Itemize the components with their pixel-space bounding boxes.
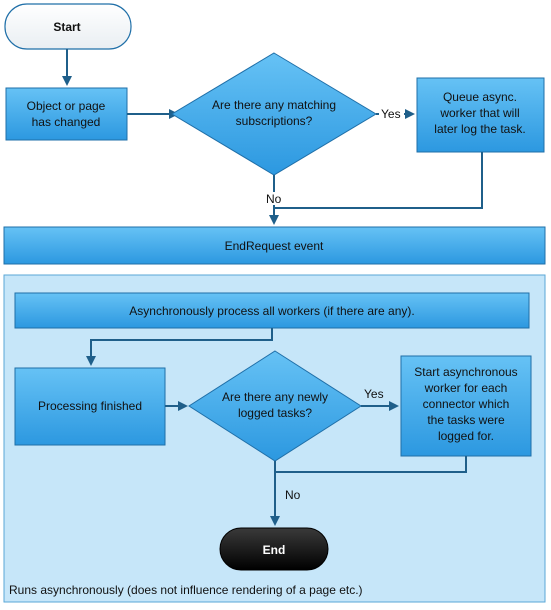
start-worker-label-line3: connector which [423,397,510,411]
queue-label-line2: worker that will [439,106,519,120]
queue-label-line1: Queue async. [443,90,517,104]
queue-label-line3: later log the task. [434,122,525,136]
processing-finished-label: Processing finished [38,399,142,413]
decision2-label-line2: logged tasks? [238,406,312,420]
start-worker-label-line4: the tasks were [427,413,505,427]
edge-no-2: No [285,488,301,502]
object-changed-label-line2: has changed [32,115,101,129]
async-process-label: Asynchronously process all workers (if t… [129,304,414,318]
queue-async-box [416,77,545,153]
processing-finished-box [14,367,166,446]
endrequest-box [3,226,546,265]
edge-yes-2: Yes [364,387,384,401]
arrow-async-to-finished [86,328,273,366]
connector-worker-to-merge [275,456,467,473]
decision1-label-line2: subscriptions? [236,114,313,128]
start-label: Start [53,20,80,34]
decision2-label-line1: Are there any newly [222,390,328,404]
object-changed-box [5,87,128,141]
end-terminal [219,527,329,571]
start-worker-label-line5: logged for. [438,429,494,443]
start-worker-box [400,355,532,457]
start-worker-label-line1: Start asynchronous [414,365,517,379]
async-container-caption: Runs asynchronously (does not influence … [9,583,363,597]
edge-yes-1: Yes [381,107,401,121]
start-worker-label-line2: worker for each [424,381,508,395]
decision1-label-line1: Are there any matching [212,98,336,112]
end-label: End [263,543,286,557]
edge-no-1: No [266,192,282,206]
object-changed-label-line1: Object or page [27,99,106,113]
endrequest-label: EndRequest event [225,239,324,253]
connector-queue-to-merge [274,152,483,209]
